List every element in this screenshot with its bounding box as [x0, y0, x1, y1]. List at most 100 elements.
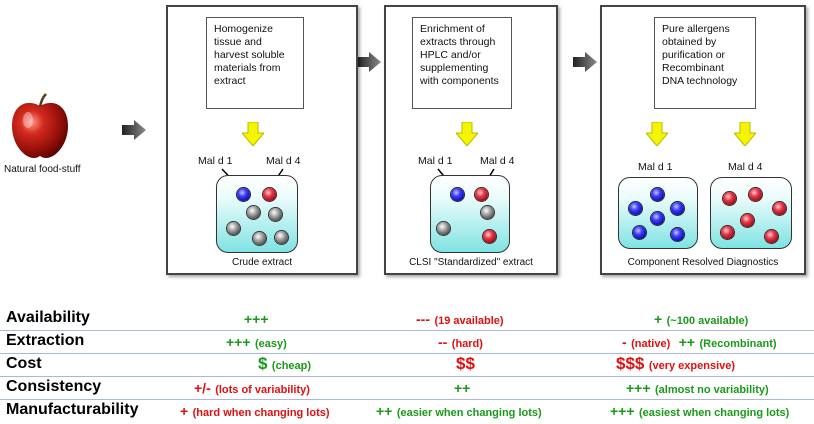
- step-description-box: Enrichment of extracts through HPLC and/…: [412, 17, 512, 109]
- mal-d1-molecule: [671, 228, 684, 241]
- row-divider: [0, 399, 814, 400]
- step-line: extract: [214, 75, 246, 87]
- mal-d1-vial: [618, 177, 698, 249]
- mal-d1-label: Mal d 1: [638, 161, 673, 173]
- rating-symbol: +++: [610, 403, 635, 419]
- rating-symbol: $$$: [616, 354, 645, 373]
- mal-d1-label: Mal d 1: [198, 155, 233, 167]
- component-resolved-panel: Pure allergens obtained by purification …: [600, 5, 806, 275]
- rating-note: (cheap): [271, 360, 312, 372]
- cost-standardized: $$: [456, 354, 475, 374]
- mal-d4-molecule: [765, 230, 778, 243]
- rating-note: (easy): [254, 338, 287, 350]
- other-protein: [227, 222, 240, 235]
- rating-note: (almost no variability): [654, 384, 769, 396]
- other-protein: [269, 208, 282, 221]
- apple-image: [12, 93, 68, 158]
- step-line: tissue and: [214, 36, 262, 48]
- row-label-consistency: Consistency: [6, 378, 102, 395]
- manufacturability-crude: + (hard when changing lots): [180, 403, 330, 421]
- rating-note: (very expensive): [648, 360, 736, 372]
- standardized-extract-panel: Enrichment of extracts through HPLC and/…: [384, 5, 558, 275]
- manufacturability-standardized: ++ (easier when changing lots): [376, 403, 542, 421]
- step-line: HPLC and/or: [420, 49, 481, 61]
- step-line: DNA technology: [662, 75, 738, 87]
- rating-note: (easiest when changing lots): [638, 407, 790, 419]
- rating-note: (lots of variability): [215, 384, 310, 396]
- step-line: Homogenize: [214, 23, 273, 35]
- step-line: harvest soluble: [214, 49, 285, 61]
- right-arrow-icon: [573, 52, 597, 72]
- apple-label: Natural food-stuff: [4, 164, 81, 175]
- rating-symbol: ++: [454, 380, 471, 396]
- rating-note: (~100 available): [666, 315, 749, 327]
- step-line: Enrichment of: [420, 23, 485, 35]
- extraction-crude: +++ (easy): [226, 334, 287, 352]
- cost-crude: $ (cheap): [258, 354, 311, 374]
- row-label-extraction: Extraction: [6, 332, 85, 349]
- cost-crd: $$$ (very expensive): [616, 354, 735, 374]
- mal-d4-molecule: [723, 192, 736, 205]
- step-line: Pure allergens: [662, 23, 730, 35]
- other-protein: [247, 206, 260, 219]
- mal-d4-molecule: [263, 188, 276, 201]
- other-protein: [437, 222, 450, 235]
- down-arrow-icon: [242, 122, 264, 146]
- extraction-standardized: -- (hard): [438, 334, 483, 352]
- consistency-crd: +++ (almost no variability): [626, 380, 769, 398]
- down-arrow-icon: [456, 122, 478, 146]
- availability-crude: +++: [244, 311, 269, 329]
- rating-symbol: +++: [244, 311, 269, 327]
- step-line: Recombinant: [662, 62, 724, 74]
- rating-symbol: +: [654, 311, 663, 327]
- mal-d4-molecule: [773, 202, 786, 215]
- rating-note: (hard): [451, 338, 483, 350]
- extraction-crd: - (native) ++ (Recombinant): [622, 334, 777, 352]
- rating-symbol: ---: [416, 311, 430, 327]
- step-description-box: Homogenize tissue and harvest soluble ma…: [206, 17, 304, 109]
- step-line: with components: [420, 75, 499, 87]
- step-line: purification or: [662, 49, 726, 61]
- rating-symbol: -: [622, 334, 627, 350]
- mal-d4-molecule: [721, 226, 734, 239]
- other-protein: [275, 231, 288, 244]
- other-protein: [481, 206, 494, 219]
- mal-d4-molecule: [483, 230, 496, 243]
- step-line: obtained by: [662, 36, 717, 48]
- right-arrow-icon: [122, 120, 146, 140]
- mal-d1-molecule: [651, 212, 664, 225]
- rating-note: (hard when changing lots): [192, 407, 330, 419]
- row-divider: [0, 330, 814, 331]
- step-description-box: Pure allergens obtained by purification …: [654, 17, 756, 109]
- row-label-cost: Cost: [6, 355, 42, 372]
- mal-d1-molecule: [671, 202, 684, 215]
- mal-d4-label: Mal d 4: [480, 155, 515, 167]
- rating-symbol: $$: [456, 354, 475, 373]
- extract-vial: [430, 175, 510, 253]
- panel-caption: Crude extract: [231, 257, 293, 268]
- row-label-availability: Availability: [6, 309, 90, 326]
- mal-d1-molecule: [629, 202, 642, 215]
- rating-symbol: +: [180, 403, 189, 419]
- mal-d1-molecule: [651, 188, 664, 201]
- step-line: materials from: [214, 62, 281, 74]
- down-arrow-icon: [734, 122, 756, 146]
- step-line: extracts through: [420, 36, 496, 48]
- extract-vial: [216, 175, 298, 253]
- rating-symbol: ++: [678, 334, 696, 350]
- down-arrow-icon: [646, 122, 668, 146]
- mal-d1-molecule: [633, 226, 646, 239]
- rating-symbol: +++: [626, 380, 651, 396]
- rating-note: (easier when changing lots): [396, 407, 542, 419]
- mal-d1-molecule: [237, 188, 250, 201]
- mal-d4-vial: [710, 177, 792, 249]
- consistency-crude: +/- (lots of variability): [194, 380, 310, 398]
- rating-symbol: $: [258, 354, 268, 373]
- mal-d4-label: Mal d 4: [728, 161, 763, 173]
- panel-caption: CLSI "Standardized" extract: [409, 257, 533, 268]
- mal-d1-molecule: [451, 188, 464, 201]
- rating-symbol: ++: [376, 403, 393, 419]
- consistency-standardized: ++: [454, 380, 470, 398]
- crude-extract-panel: Homogenize tissue and harvest soluble ma…: [166, 5, 358, 275]
- row-divider: [0, 376, 814, 377]
